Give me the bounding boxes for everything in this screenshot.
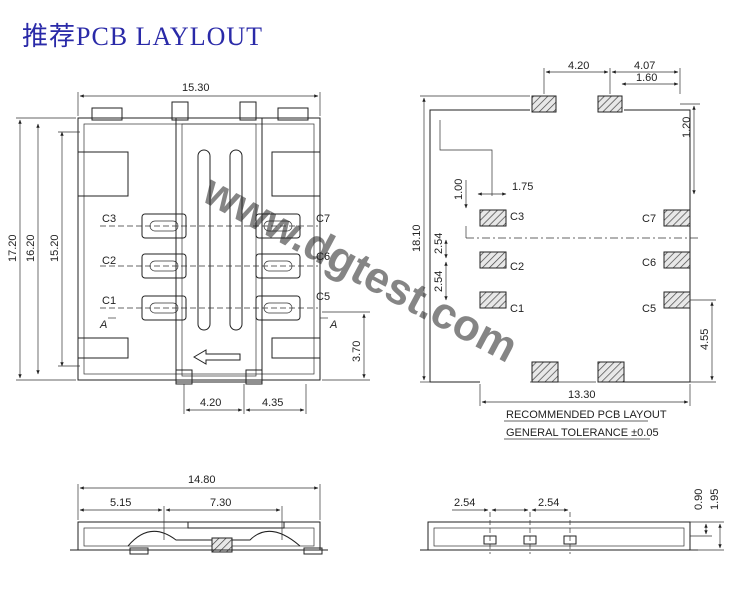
dim-side-p2: 2.54	[538, 497, 559, 509]
dim-side-d1: 5.15	[110, 497, 131, 509]
dim-top2: 4.07	[634, 60, 655, 72]
pad-label-c2: C2	[510, 261, 524, 273]
dim-width-pcb: 13.30	[568, 389, 596, 401]
dim-offset: 3.70	[351, 341, 363, 362]
pad-c6	[663, 251, 691, 269]
pad-label-c3: C3	[510, 211, 524, 223]
pad-c5	[663, 291, 691, 309]
dim-h2: 16.20	[25, 234, 37, 262]
pad-c3	[479, 209, 507, 227]
dim-pad-h: 1.00	[453, 179, 465, 200]
dim-side-total: 14.80	[188, 474, 216, 486]
dim-right-low: 4.55	[699, 329, 711, 350]
pcb-layout: C3 C2 C1 C7 C6 C5 4.20 4.07 1.60 1.20 1.…	[411, 60, 716, 440]
dim-height: 18.10	[411, 224, 423, 252]
pad-c7	[663, 209, 691, 227]
note-tolerance: GENERAL TOLERANCE ±0.05	[506, 427, 659, 439]
dim-side-p1: 2.54	[454, 497, 475, 509]
section-mark-left: A	[99, 319, 107, 331]
pad-top-left	[531, 95, 557, 113]
dim-h3: 15.20	[49, 234, 61, 262]
dim-side-d2: 7.30	[210, 497, 231, 509]
dim-top3: 1.60	[636, 72, 657, 84]
dim-b2: 4.35	[262, 397, 283, 409]
dim-pitch1: 2.54	[433, 233, 445, 254]
pad-label-c7: C7	[642, 213, 656, 225]
dim-width: 15.30	[182, 82, 210, 94]
dim-pad-w: 1.75	[512, 181, 533, 193]
pad-top-right	[597, 95, 623, 113]
pad-c1	[479, 291, 507, 309]
dim-b1: 4.20	[200, 397, 221, 409]
dim-h1: 17.20	[7, 234, 19, 262]
contact-label-c6: C6	[316, 251, 330, 263]
pad-bottom-left	[531, 361, 559, 383]
contact-label-c1: C1	[102, 295, 116, 307]
pad-label-c5: C5	[642, 303, 656, 315]
top-view: C3 C2 C1 C7 C6 C5 A A 15.30 17.20 16.20 …	[7, 82, 370, 414]
contact-label-c7: C7	[316, 213, 330, 225]
pad-label-c6: C6	[642, 257, 656, 269]
dim-top1: 4.20	[568, 60, 589, 72]
section-mark-right: A	[329, 319, 337, 331]
note-recommended: RECOMMENDED PCB LAYOUT	[506, 409, 667, 421]
dim-side-h1: 0.90	[693, 489, 705, 510]
contact-label-c5: C5	[316, 291, 330, 303]
dim-pitch2: 2.54	[433, 271, 445, 292]
contact-label-c2: C2	[102, 255, 116, 267]
dim-right-top: 1.20	[681, 117, 693, 138]
dim-side-h2: 1.95	[709, 489, 721, 510]
side-view-left: 14.80 5.15 7.30	[70, 474, 328, 555]
contact-label-c3: C3	[102, 213, 116, 225]
pad-bottom-right	[597, 361, 625, 383]
pad-label-c1: C1	[510, 303, 524, 315]
pad-c2	[479, 251, 507, 269]
page-title: 推荐PCB LAYLOUT	[22, 22, 264, 51]
side-view-right: 2.54 2.54 0.90 1.95	[420, 489, 724, 554]
